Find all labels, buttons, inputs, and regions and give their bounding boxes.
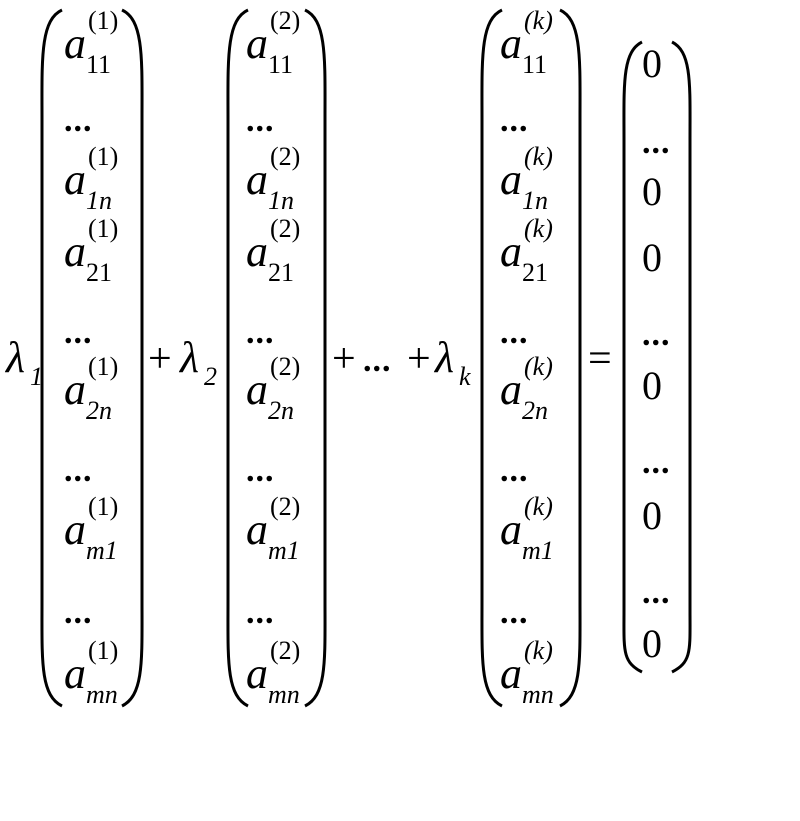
entry-subscript: 11 <box>268 50 294 79</box>
equals-sign: = <box>588 336 612 382</box>
coefficient-subscript: 2 <box>204 362 217 391</box>
entry-superscript: (1) <box>88 214 119 243</box>
matrix-entry-a: a <box>500 505 522 554</box>
matrix-entry-a: a <box>64 155 86 204</box>
left-paren <box>226 8 249 708</box>
ellipsis: ... <box>64 594 93 631</box>
matrix-entry-a: a <box>64 365 86 414</box>
entry-superscript: (2) <box>270 6 301 35</box>
ellipsis: ... <box>500 102 529 139</box>
entry-superscript: (2) <box>270 214 301 243</box>
entry-superscript: (1) <box>88 636 119 665</box>
right-paren <box>671 40 692 674</box>
left-paren <box>480 8 503 708</box>
ellipsis: ... <box>642 316 671 353</box>
entry-subscript: 1n <box>522 186 548 215</box>
entry-subscript: 11 <box>86 50 112 79</box>
matrix-entry-a: a <box>64 649 86 698</box>
left-paren <box>40 8 63 708</box>
ellipsis: ... <box>246 452 275 489</box>
entry-superscript: (k) <box>524 142 553 171</box>
zero-entry: 0 <box>642 493 662 538</box>
matrix-entry-a: a <box>500 155 522 204</box>
matrix-entry-a: a <box>246 227 268 276</box>
entry-subscript: 21 <box>522 258 548 287</box>
entry-superscript: (k) <box>524 636 553 665</box>
plus-sign: + <box>332 336 356 382</box>
plus-sign: + <box>148 336 172 382</box>
matrix-entry-a: a <box>64 505 86 554</box>
matrix-entry-a: a <box>500 649 522 698</box>
entry-subscript: 2n <box>268 396 294 425</box>
zero-entry: 0 <box>642 41 662 86</box>
right-paren <box>121 8 144 708</box>
entry-subscript: 11 <box>522 50 548 79</box>
entry-superscript: (k) <box>524 6 553 35</box>
entry-subscript: mn <box>522 680 554 709</box>
ellipsis: ... <box>500 594 529 631</box>
matrix-entry-a: a <box>246 505 268 554</box>
entry-subscript: m1 <box>268 536 300 565</box>
ellipsis: ... <box>500 314 529 351</box>
entry-superscript: (1) <box>88 492 119 521</box>
entry-superscript: (1) <box>88 6 119 35</box>
entry-superscript: (k) <box>524 492 553 521</box>
matrix-entry-a: a <box>500 19 522 68</box>
coefficient-lambda: λ <box>180 333 200 382</box>
matrix-entry-a: a <box>246 365 268 414</box>
ellipsis: ... <box>642 124 671 161</box>
zero-entry: 0 <box>642 363 662 408</box>
entry-subscript: mn <box>86 680 118 709</box>
ellipsis: ... <box>246 102 275 139</box>
entry-superscript: (2) <box>270 352 301 381</box>
plus-sign: + <box>407 336 431 382</box>
zero-entry: 0 <box>642 621 662 666</box>
ellipsis: ... <box>500 452 529 489</box>
ellipsis: ... <box>64 314 93 351</box>
matrix-entry-a: a <box>500 365 522 414</box>
ellipsis: ... <box>363 342 392 379</box>
matrix-entry-a: a <box>64 227 86 276</box>
entry-subscript: 2n <box>522 396 548 425</box>
entry-subscript: m1 <box>522 536 554 565</box>
coefficient-lambda: λ <box>435 333 455 382</box>
entry-subscript: mn <box>268 680 300 709</box>
entry-superscript: (2) <box>270 636 301 665</box>
ellipsis: ... <box>246 314 275 351</box>
coefficient-lambda: λ <box>6 333 26 382</box>
entry-superscript: (k) <box>524 352 553 381</box>
entry-subscript: 21 <box>86 258 112 287</box>
entry-subscript: 2n <box>86 396 112 425</box>
right-paren <box>559 8 582 708</box>
entry-superscript: (1) <box>88 142 119 171</box>
entry-superscript: (k) <box>524 214 553 243</box>
matrix-entry-a: a <box>500 227 522 276</box>
entry-subscript: 1n <box>268 186 294 215</box>
left-paren <box>622 40 643 674</box>
ellipsis: ... <box>642 574 671 611</box>
zero-entry: 0 <box>642 235 662 280</box>
entry-superscript: (1) <box>88 352 119 381</box>
ellipsis: ... <box>64 452 93 489</box>
coefficient-subscript: 1 <box>30 362 43 391</box>
entry-superscript: (2) <box>270 142 301 171</box>
entry-subscript: 1n <box>86 186 112 215</box>
entry-superscript: (2) <box>270 492 301 521</box>
ellipsis: ... <box>642 444 671 481</box>
entry-subscript: 21 <box>268 258 294 287</box>
entry-subscript: m1 <box>86 536 118 565</box>
zero-entry: 0 <box>642 169 662 214</box>
matrix-entry-a: a <box>246 155 268 204</box>
matrix-entry-a: a <box>64 19 86 68</box>
right-paren <box>304 8 327 708</box>
coefficient-subscript: k <box>459 362 471 391</box>
matrix-entry-a: a <box>246 19 268 68</box>
ellipsis: ... <box>246 594 275 631</box>
ellipsis: ... <box>64 102 93 139</box>
matrix-entry-a: a <box>246 649 268 698</box>
